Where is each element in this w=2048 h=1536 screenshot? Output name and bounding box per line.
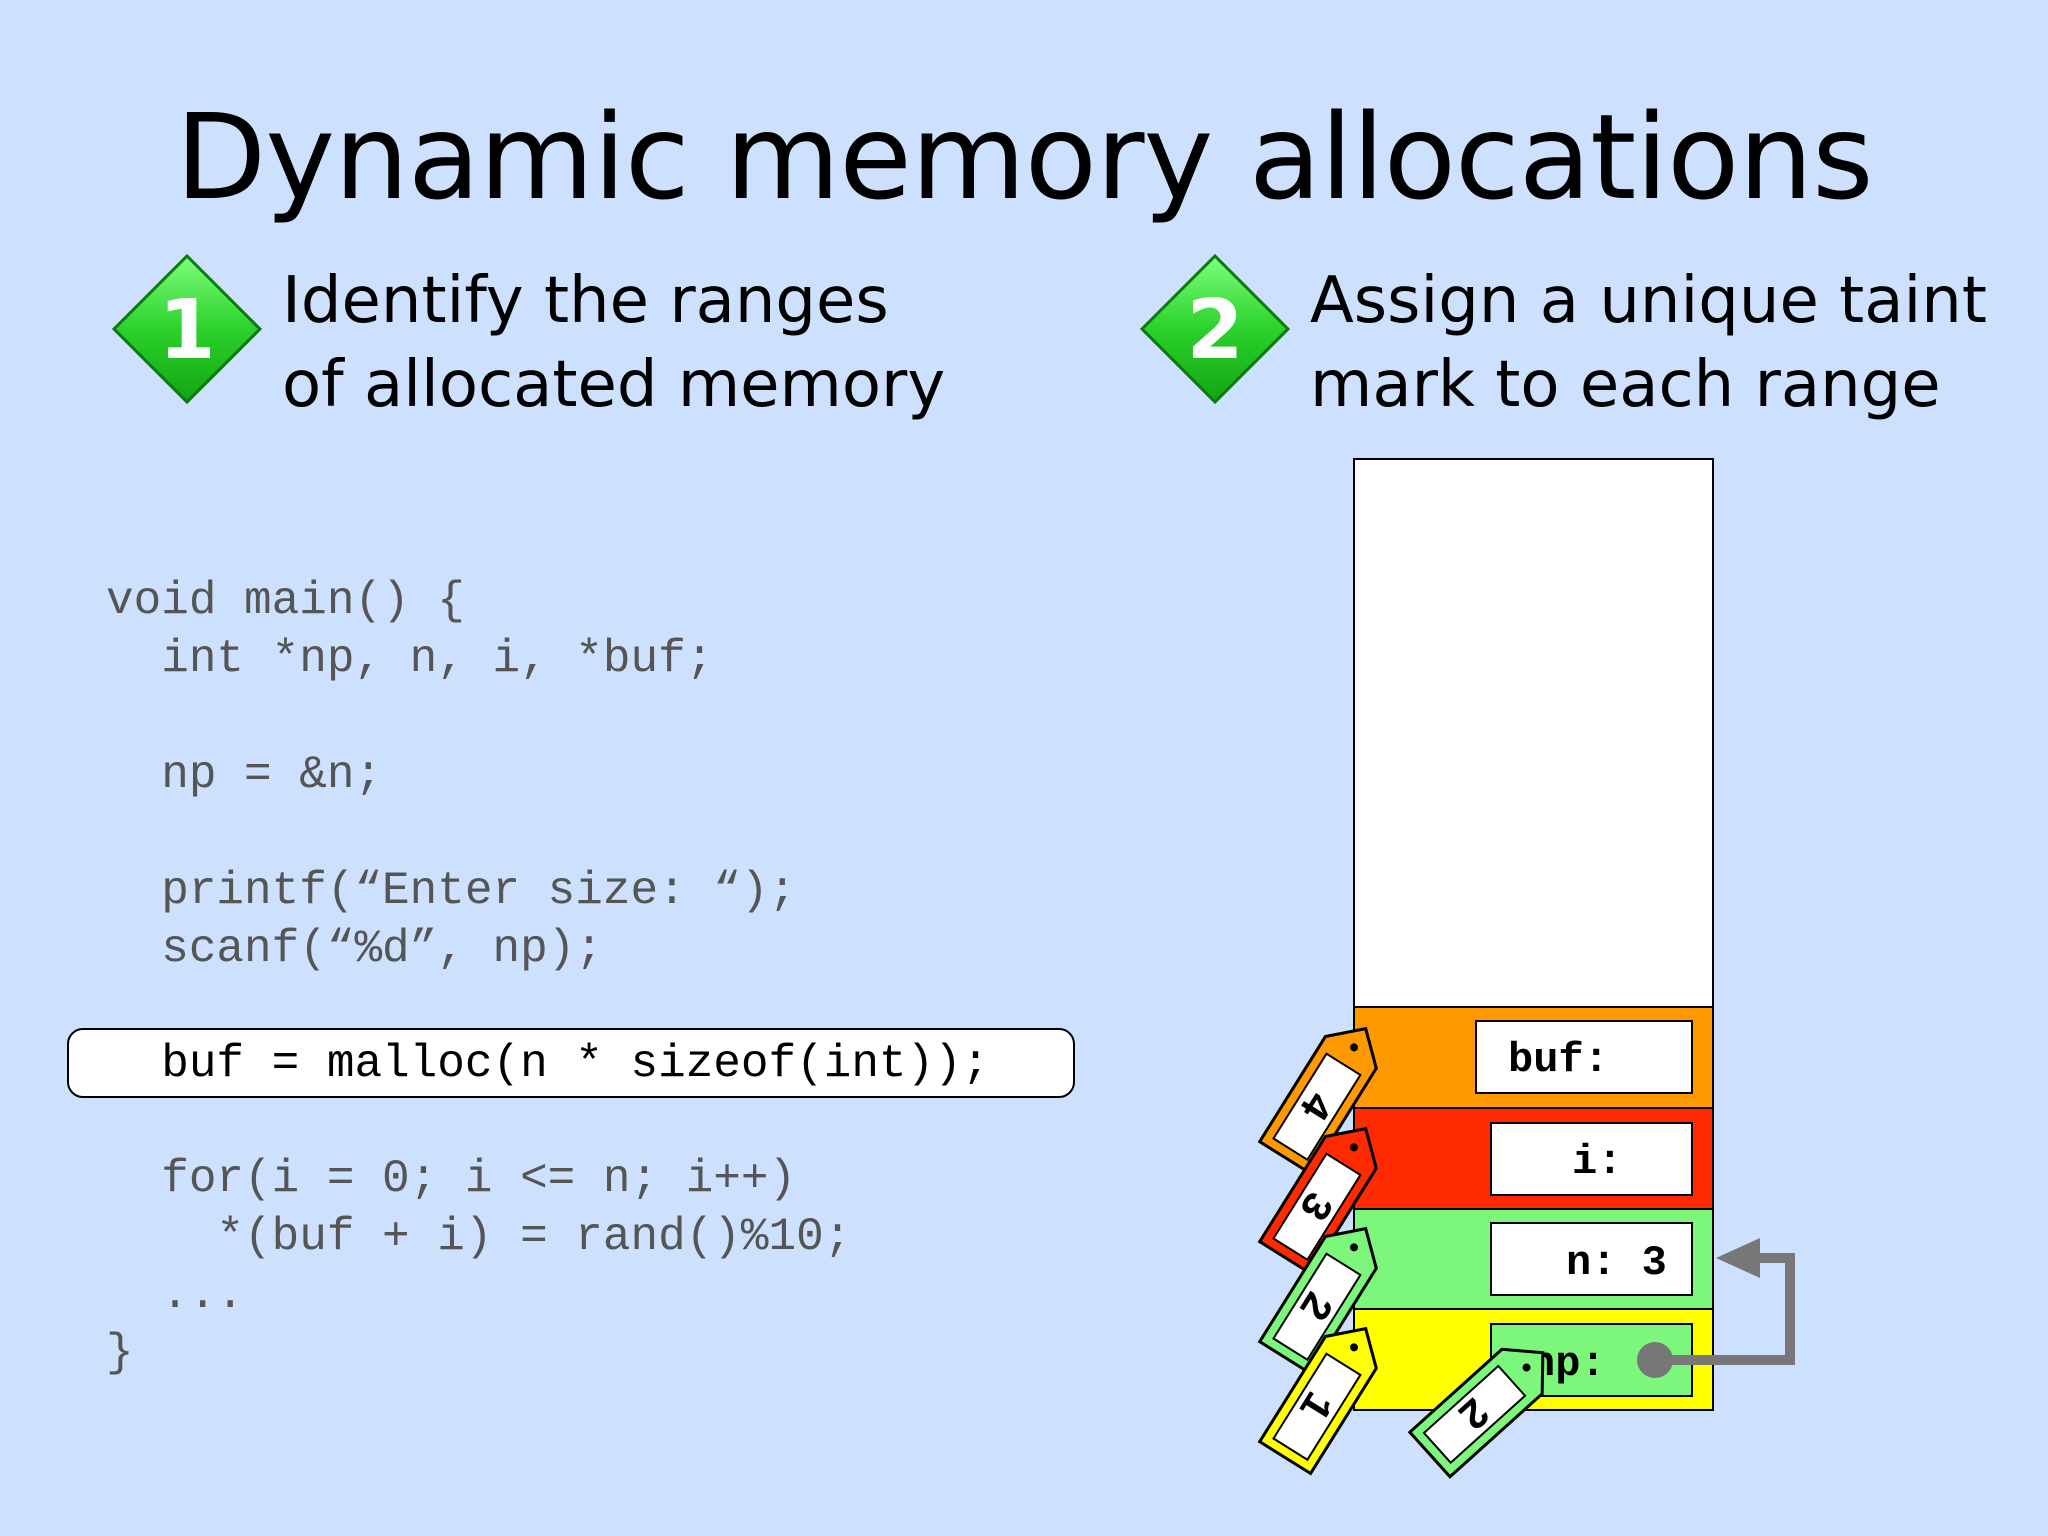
code-line-5: scanf(“%d”, np); [106,923,603,975]
step-2-line-2: mark to each range [1310,348,1941,422]
cell-label-i: i: [1572,1138,1622,1186]
step-2-number: 2 [1186,283,1243,378]
taint-tag-2: 2 [1257,1226,1378,1376]
memory-free-region [1353,458,1714,1008]
code-line-2: int *np, n, i, *buf; [106,633,714,685]
step-1-line-2: of allocated memory [282,348,946,422]
step-2-line-1: Assign a unique taint [1310,264,1987,338]
taint-tag-4: 4 [1257,1026,1378,1176]
cell-label-n: n: 3 [1566,1239,1667,1287]
step-2-diamond-icon: 2 [1139,253,1291,405]
code-line-9: } [106,1327,134,1379]
cell-label-buf: buf: [1508,1036,1609,1084]
step-1-line-1: Identify the ranges [282,264,889,338]
value-box-i [1490,1122,1693,1196]
highlighted-line-box [67,1028,1075,1098]
value-box-buf [1475,1020,1693,1094]
code-line-malloc: buf = malloc(n * sizeof(int)); [106,1038,990,1090]
code-line-1: void main() { [106,575,465,627]
pointer-arrowhead [1716,1238,1760,1278]
step-2-text: Assign a unique taint mark to each range [1310,259,1987,427]
step-1-diamond-icon: 1 [111,253,263,405]
taint-tag-pointer: 2 [1407,1347,1545,1479]
pointer-origin-dot [1637,1342,1673,1378]
taint-tag-1: 1 [1257,1326,1378,1476]
taint-tag-3: 3 [1257,1126,1378,1276]
code-line-6: for(i = 0; i <= n; i++) [106,1153,797,1205]
value-box-n [1490,1222,1693,1296]
code-line-4: printf(“Enter size: “); [106,865,797,917]
code-line-3: np = &n; [106,749,383,801]
slide-title: Dynamic memory allocations [175,88,1873,226]
step-1-number: 1 [158,283,215,378]
code-line-8: ... [106,1269,245,1321]
step-1-text: Identify the ranges of allocated memory [282,259,945,427]
pointer-arrow [1655,1253,1795,1365]
code-line-7: *(buf + i) = rand()%10; [106,1211,852,1263]
